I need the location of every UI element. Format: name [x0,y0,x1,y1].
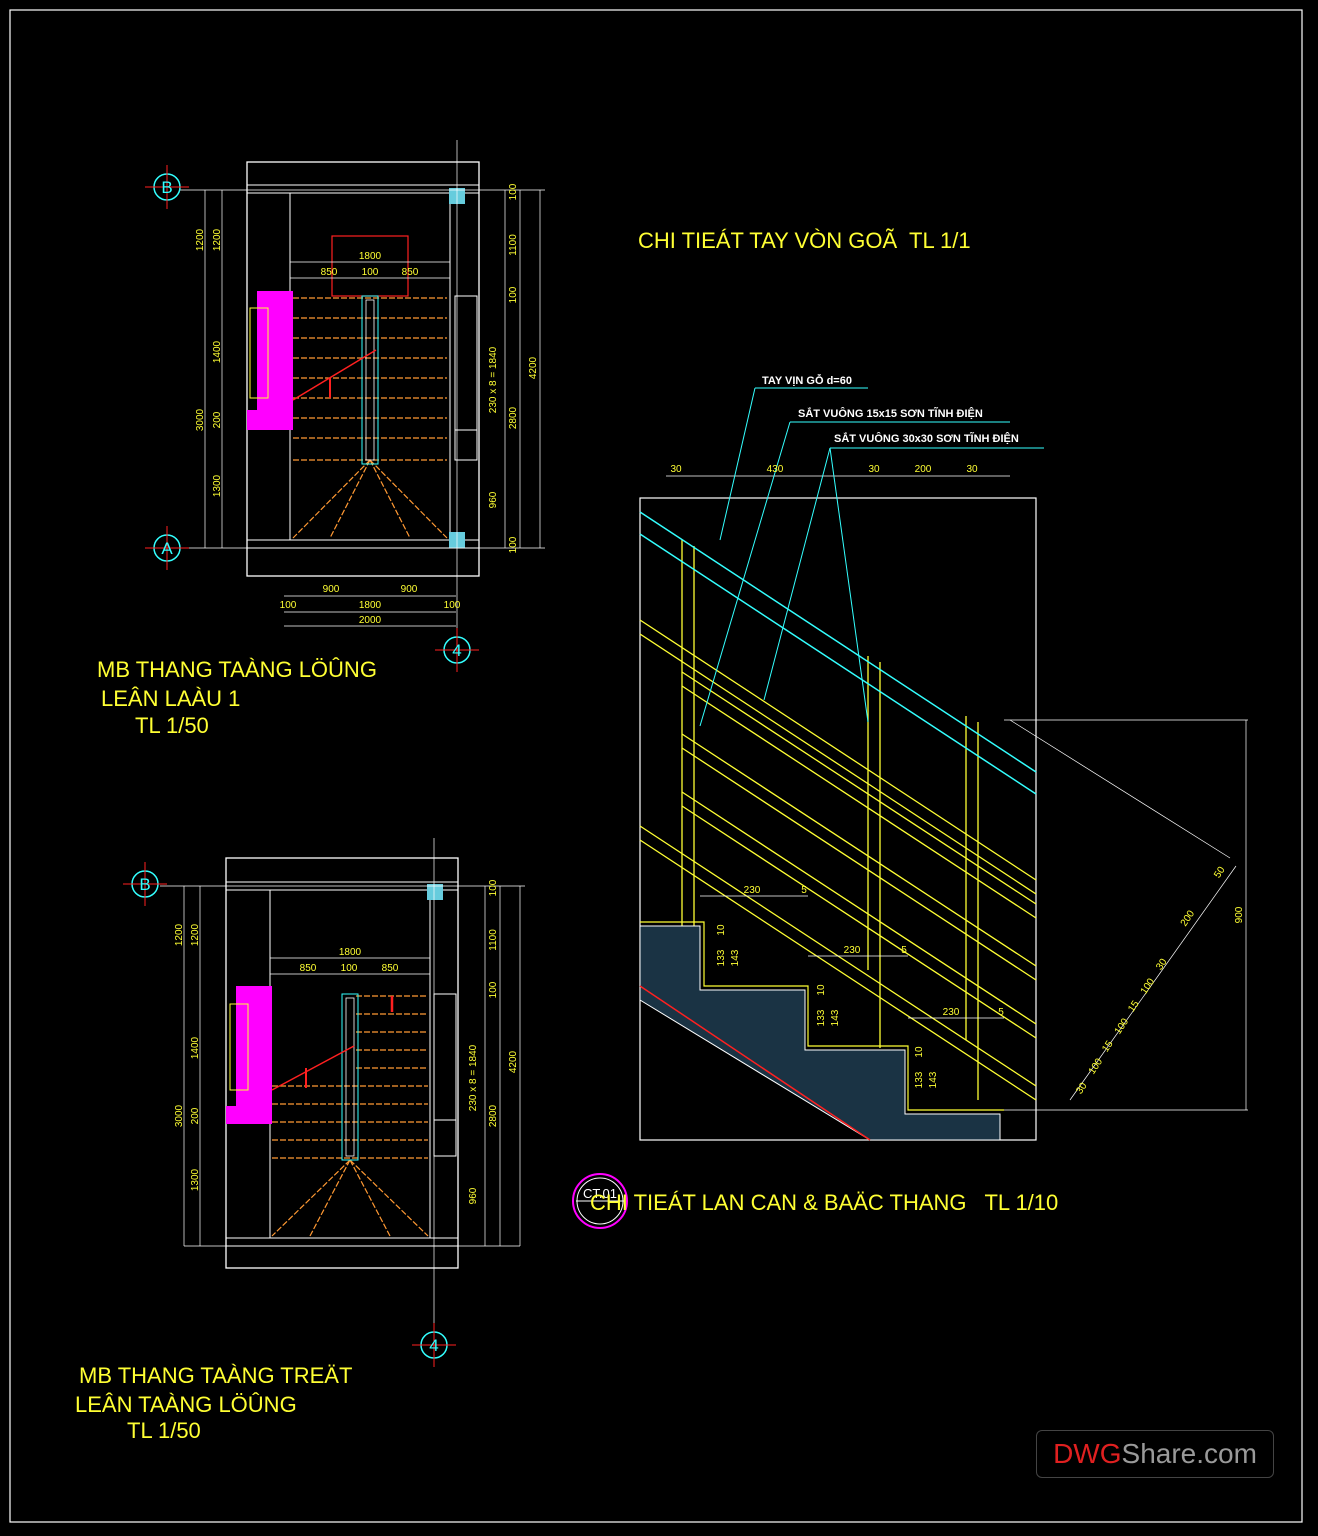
dim: 100 [488,981,499,998]
dim: 1400 [190,1036,201,1059]
dim: 1100 [508,234,519,256]
dim: 230 x 8 = 1840 [468,1044,479,1111]
dim: 3000 [174,1104,185,1127]
grid-bubble-b: B [139,875,150,894]
dim: 100 [444,600,461,611]
dim: 100 [1113,1016,1132,1036]
dim: 5 [901,945,907,956]
dim: 850 [402,267,419,278]
dim: 200 [212,411,223,428]
title-plan-upper-line2: LEÂN LAÀU 1 [101,686,241,711]
title-plan-lower-line3: TL 1/50 [127,1418,201,1443]
dim: 133 [816,1009,827,1026]
title-plan-upper-line1: MB THANG TAÀNG LÖÛNG [97,657,377,682]
dim: 960 [488,491,499,508]
dim: 1800 [339,947,362,958]
dim: 30 [1154,957,1170,973]
dim: 50 [1212,865,1228,881]
dim: 1100 [488,929,499,951]
title-handrail-detail: CHI TIEÁT TAY VÒN GOÃ TL 1/1 [638,228,971,253]
dim: 430 [767,464,784,475]
dim: 2800 [488,1104,499,1127]
dim: 30 [966,464,978,475]
dim: 200 [190,1107,201,1124]
dim: 5 [998,1007,1004,1018]
annotation-square-30: SẮT VUÔNG 30x30 SƠN TĨNH ĐIỆN [834,432,1019,445]
dim: 4200 [508,1050,519,1073]
dim: 960 [468,1187,479,1204]
railing-detail: TAY VỊN GỖ d=60 SẮT VUÔNG 15x15 SƠN TĨNH… [639,374,1248,1141]
dim: 143 [830,1009,841,1026]
dim: 900 [1234,906,1245,923]
dim: 100 [362,267,379,278]
dim: 1400 [212,340,223,363]
dim: 100 [1139,976,1158,996]
dim: 900 [323,584,340,595]
dim: 30 [868,464,880,475]
dim: 100 [508,286,519,303]
dim: 100 [341,963,358,974]
detail-tag-label: CT.01 [583,1186,617,1201]
dim: 850 [300,963,317,974]
plan-upper: B A 4 1800 850 100 850 900 900 100 1800 … [145,140,545,672]
watermark-logo: DWGShare.com [1036,1430,1274,1478]
dim: 230 [744,885,761,896]
title-railing-detail: CHI TIEÁT LAN CAN & BAÄC THANG TL 1/10 [590,1190,1059,1215]
dim: 4200 [528,356,539,379]
dim: 3000 [195,408,206,431]
dim: 100 [1087,1056,1106,1076]
dim: 10 [914,1046,925,1058]
dim: 1800 [359,600,382,611]
dim: 133 [716,949,727,966]
dim: 1200 [190,923,201,946]
sheet-border [9,9,1303,1523]
dim: 900 [401,584,418,595]
detail-tag: CT.01 [572,1173,628,1229]
dim: 100 [508,536,519,553]
dim: 1300 [190,1168,201,1191]
dim: 1300 [212,474,223,497]
title-plan-upper-line3: TL 1/50 [135,713,209,738]
dim: 2000 [359,615,382,626]
dim: 2800 [508,406,519,429]
dim: 30 [1074,1081,1090,1097]
grid-bubble-a: A [161,539,173,558]
dim: 133 [914,1071,925,1088]
dim: 100 [488,879,499,896]
dim: 850 [321,267,338,278]
grid-bubble-4: 4 [429,1336,438,1355]
dim: 1200 [212,228,223,251]
dim: 230 [943,1007,960,1018]
dim: 1200 [195,228,206,251]
dim: 30 [670,464,682,475]
dim: 5 [801,885,807,896]
dim: 10 [716,924,727,936]
dim: 1800 [359,251,382,262]
dim: 850 [382,963,399,974]
dim: 200 [915,464,932,475]
dim: 230 x 8 = 1840 [488,346,499,413]
title-plan-lower-line2: LEÂN TAÀNG LÖÛNG [75,1392,297,1417]
dim: 100 [508,183,519,200]
grid-bubble-4: 4 [452,641,461,660]
dim: 200 [1179,908,1198,928]
dim: 10 [816,984,827,996]
annotation-handrail: TAY VỊN GỖ d=60 [762,374,852,387]
title-plan-lower-line1: MB THANG TAÀNG TREÄT [79,1363,353,1388]
dim: 1200 [174,923,185,946]
dim: 230 [844,945,861,956]
dim: 143 [928,1071,939,1088]
plan-lower: B 4 1800 850 100 850 1200 1200 1400 200 … [123,838,525,1367]
dim: 143 [730,949,741,966]
annotation-square-15: SẮT VUÔNG 15x15 SƠN TĨNH ĐIỆN [798,407,983,420]
grid-bubble-b: B [161,178,172,197]
dim: 15 [1126,999,1142,1015]
dim: 15 [1100,1039,1116,1055]
dim: 100 [280,600,297,611]
